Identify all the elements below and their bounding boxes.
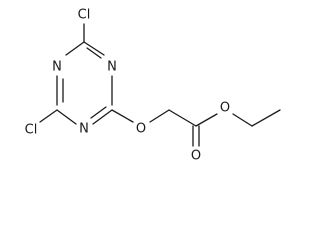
bond-c2-n-bottom-double (90, 106, 107, 119)
atom-n-bottom: N (79, 122, 89, 137)
bonds (39, 23, 281, 147)
bond-ester-o-ch2 (232, 113, 253, 127)
atom-o-ester: O (220, 101, 230, 116)
atom-cl-top: Cl (78, 8, 91, 23)
bond-c1-n-right (83, 41, 105, 56)
atom-o-ether: O (136, 122, 146, 137)
bond-c2-n-bottom (92, 109, 113, 125)
bond-c2-o (111, 109, 134, 123)
bond-c3-n-bottom (56, 109, 77, 125)
bond-o-ch2 (149, 109, 170, 123)
bond-ethyl (251, 109, 281, 127)
atom-n-right: N (107, 60, 117, 75)
atom-labels: Cl Cl N N N O O O (25, 8, 230, 164)
bond-c1-n-left (65, 41, 85, 56)
bond-carbonyl-ester-o (195, 113, 218, 127)
atom-o-carbonyl: O (191, 149, 201, 164)
bond-c3-cl (39, 109, 58, 123)
atom-cl-bottom: Cl (25, 123, 38, 138)
atom-n-left: N (52, 60, 62, 75)
bond-c1-n-right-double (86, 47, 102, 59)
bond-ch2-carbonyl (168, 109, 197, 127)
chemical-structure: Cl Cl N N N O O O (25, 8, 281, 164)
